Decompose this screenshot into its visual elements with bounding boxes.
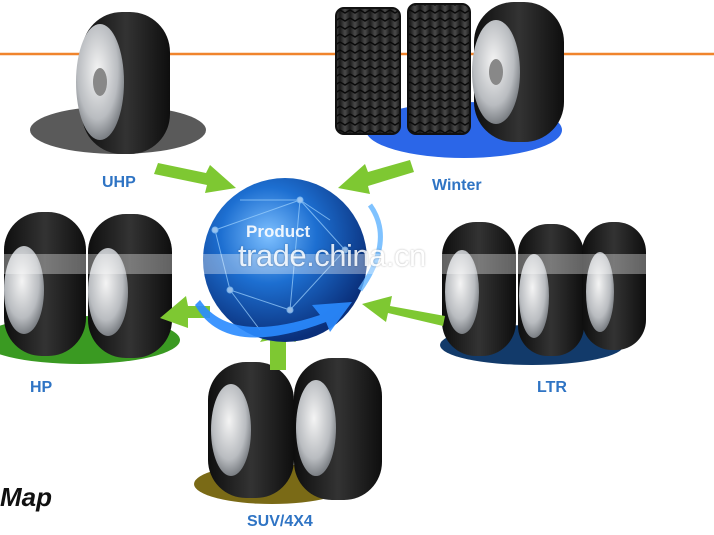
winter-tread-1 (336, 8, 400, 134)
ltr-label: LTR (537, 379, 567, 397)
arrow-winter (338, 160, 414, 194)
suv-tire-1 (208, 362, 294, 498)
winter-label: Winter (432, 177, 482, 195)
suv-tire-group (194, 358, 382, 504)
suv-tire-2 (294, 358, 382, 500)
winter-tire (472, 2, 564, 142)
uhp-tire-group (30, 12, 206, 154)
hp-label: HP (30, 379, 52, 397)
hp-tire-group (0, 212, 180, 364)
map-title: Map (0, 482, 52, 513)
ltr-tire-group (440, 222, 646, 365)
uhp-tire (76, 12, 170, 154)
uhp-label: UHP (102, 174, 136, 192)
arrow-uhp (154, 163, 236, 193)
suv-label: SUV/4X4 (247, 513, 313, 531)
ltr-tire-3 (582, 222, 646, 350)
winter-tread-2 (408, 4, 470, 134)
hp-tire-1 (4, 212, 86, 356)
winter-tire-group (336, 2, 564, 158)
ltr-tire-1 (442, 222, 516, 356)
ltr-tire-2 (518, 224, 584, 356)
arrow-ltr (362, 296, 445, 326)
watermark-text: trade.china.cn (238, 238, 426, 274)
hp-tire-2 (88, 214, 172, 358)
